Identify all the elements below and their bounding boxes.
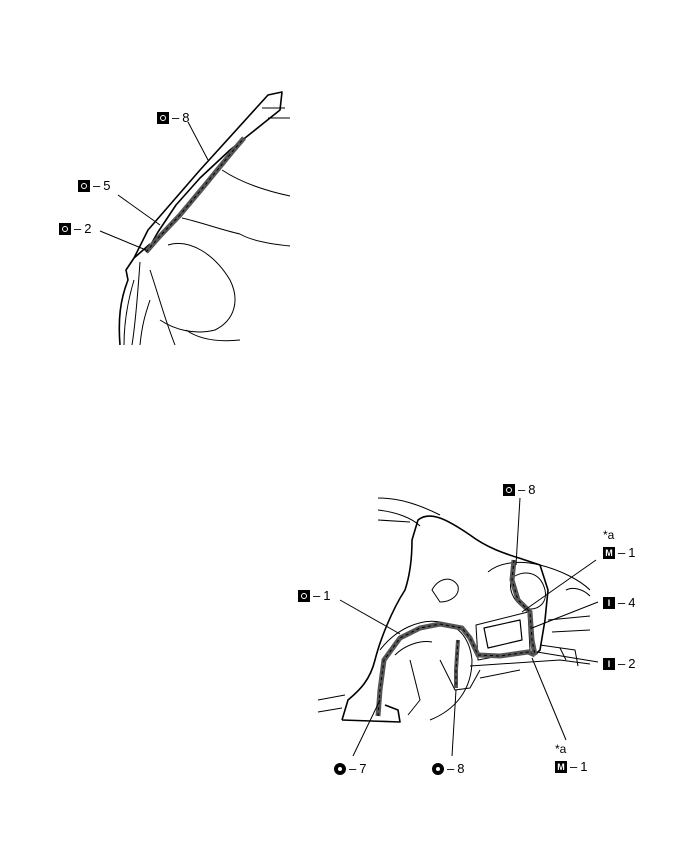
circle-o-symbol-icon [432,762,444,775]
circle-o-symbol-icon [334,762,346,775]
label-o8-lower: – 8 [432,761,464,776]
m-symbol-icon: M [555,760,567,773]
i-symbol-icon: I [603,657,615,670]
note-a-lower: *a [555,742,567,756]
label-o5-top: – 5 [78,178,110,193]
top-sealant-bead [144,136,246,254]
label-i4: I – 4 [603,595,635,610]
label-o2-top: – 2 [59,221,91,236]
o-symbol-icon [78,179,90,192]
label-o7: – 7 [334,761,366,776]
m-symbol-icon: M [603,546,615,559]
top-pillar-figure [118,91,291,346]
bottom-sealant-beads [375,559,538,717]
bottom-quarter-figure [317,497,591,723]
label-m1-upper: M – 1 [603,545,635,560]
label-i2: I – 2 [603,656,635,671]
o-symbol-icon [503,483,515,496]
o-symbol-icon [157,111,169,124]
label-m1-lower: M – 1 [555,759,587,774]
o-symbol-icon [298,589,310,602]
label-o1: – 1 [298,588,330,603]
top-leader-lines [99,121,209,251]
o-symbol-icon [59,222,71,235]
label-o8-top: – 8 [157,110,189,125]
i-symbol-icon: I [603,596,615,609]
bottom-leader-lines [339,497,599,757]
note-a-upper: *a [603,528,615,542]
label-o8-upper: – 8 [503,482,535,497]
